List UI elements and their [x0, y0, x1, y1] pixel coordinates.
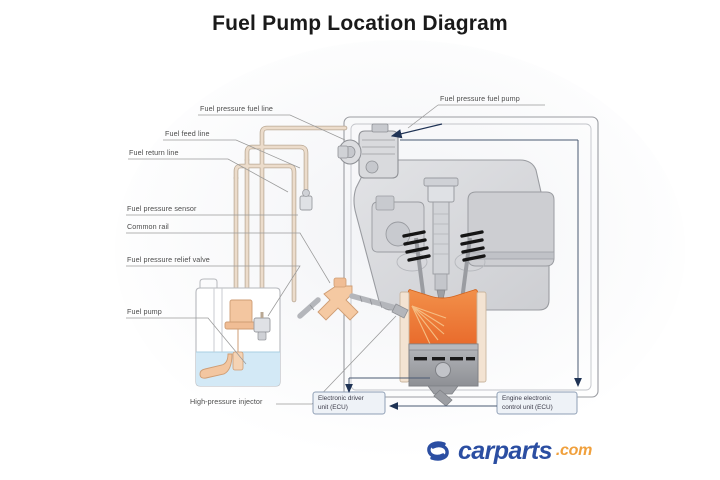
label-fuel-pressure-relief-valve: Fuel pressure relief valve [127, 255, 210, 264]
page-title: Fuel Pump Location Diagram [212, 12, 508, 35]
injector-hard-lines [297, 293, 409, 319]
label-fuel-pressure-fuel-pump: Fuel pressure fuel pump [440, 94, 520, 103]
high-pressure-fuel-pump-assembly [337, 123, 399, 179]
fuel-lines [234, 126, 347, 302]
logo-word: carparts [458, 436, 552, 465]
label-fuel-pressure-fuel-line: Fuel pressure fuel line [200, 104, 274, 113]
label-fuel-feed-line: Fuel feed line [165, 129, 210, 138]
ecu-box-label: Engine electronic control unit (ECU) [502, 395, 553, 412]
label-high-pressure-injector: High-pressure injector [190, 397, 263, 406]
edu-box-label: Electronic driver unit (ECU) [318, 395, 364, 412]
leader-lines [126, 104, 545, 405]
fuel-pressure-relief-valve [253, 312, 271, 341]
valve-spring-right [460, 230, 486, 262]
fuel-pickup [199, 353, 233, 379]
cylinder-walls [399, 291, 487, 383]
logo-dotcom: .com [555, 442, 593, 459]
ecu-label-line1: Engine electronic [502, 395, 552, 402]
fuel-spray [411, 305, 447, 345]
valve-spring-left [402, 230, 431, 262]
ecu-box [496, 391, 578, 415]
edu-label-line1: Electronic driver [318, 395, 364, 402]
edu-label-line2: unit (ECU) [318, 403, 348, 411]
label-fuel-pump: Fuel pump [127, 307, 162, 316]
high-pressure-injector [423, 177, 459, 301]
piston [408, 343, 479, 407]
tank-standpipes [213, 288, 223, 352]
in-tank-fuel-pump [199, 299, 258, 379]
piston-rings [414, 357, 475, 361]
label-common-rail: Common rail [127, 222, 169, 231]
carparts-logo: carparts .com [425, 436, 592, 466]
combustion-chamber [407, 289, 479, 349]
fuel-pressure-sensor [299, 189, 313, 211]
label-fuel-pressure-sensor: Fuel pressure sensor [127, 204, 197, 213]
control-unit-wiring [312, 139, 582, 415]
fuel-pump-pointer-arrow [390, 123, 443, 139]
engine-bay-frame-inner [350, 123, 592, 391]
ecu-label-line2: control unit (ECU) [502, 403, 553, 411]
valve-train [402, 230, 486, 301]
label-fuel-return-line: Fuel return line [129, 148, 179, 157]
common-rail [317, 277, 359, 321]
engine-bay-frame [343, 116, 599, 398]
engine-block [353, 159, 555, 311]
swirl-icon [427, 441, 449, 461]
